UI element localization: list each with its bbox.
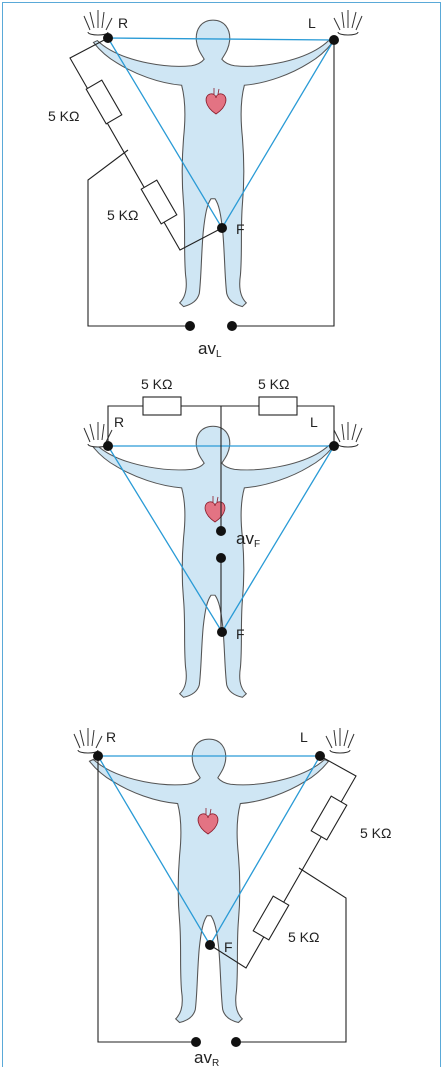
electrode-left [329, 441, 339, 451]
hand-icon [74, 728, 102, 753]
resistor-label: 5 KΩ [360, 825, 391, 841]
terminal-dot [185, 321, 195, 331]
electrode-label-r: R [118, 15, 128, 31]
hand-icon [84, 10, 112, 35]
resistor-label: 5 KΩ [141, 376, 172, 392]
resistor [311, 796, 347, 840]
panel-avr: R L F 5 KΩ 5 KΩ avR [74, 728, 391, 1067]
human-body-icon [93, 426, 332, 697]
hand-icon [334, 422, 362, 447]
resistor [259, 397, 297, 415]
electrode-label-l: L [308, 15, 316, 31]
resistor-label: 5 KΩ [258, 376, 289, 392]
resistor [86, 80, 122, 124]
resistor [141, 180, 177, 224]
human-body-icon [89, 739, 328, 1022]
terminal-dot [216, 526, 226, 536]
electrode-foot [217, 223, 227, 233]
electrode-foot [205, 940, 215, 950]
panel-avl: R L F 5 KΩ 5 KΩ avL [48, 10, 362, 360]
electrode-right [93, 751, 103, 761]
electrode-right [103, 441, 113, 451]
electrode-right [103, 33, 113, 43]
resistor [143, 397, 181, 415]
terminal-dot [227, 321, 237, 331]
electrode-label-l: L [310, 414, 318, 430]
electrode-label-f: F [224, 939, 233, 955]
electrode-left [315, 751, 325, 761]
lead-label-avr: avR [194, 1048, 219, 1067]
electrode-left [329, 35, 339, 45]
terminal-dot [216, 553, 226, 563]
human-body-icon [93, 20, 332, 306]
resistor-label: 5 KΩ [107, 207, 138, 223]
resistor-label: 5 KΩ [48, 108, 79, 124]
electrode-label-f: F [236, 626, 245, 642]
terminal-dot [231, 1037, 241, 1047]
electrode-label-l: L [300, 729, 308, 745]
electrode-label-r: R [114, 414, 124, 430]
panel-avf: R L F 5 KΩ 5 KΩ avF [84, 376, 362, 697]
electrode-foot [217, 627, 227, 637]
hand-icon [334, 10, 362, 35]
electrode-label-r: R [106, 729, 116, 745]
hand-icon [326, 728, 354, 753]
lead-label-avf: avF [236, 529, 260, 550]
electrode-label-f: F [236, 221, 245, 237]
resistor-label: 5 KΩ [288, 929, 319, 945]
lead-label-avl: avL [198, 339, 222, 360]
terminal-dot [191, 1037, 201, 1047]
resistor [253, 896, 289, 940]
